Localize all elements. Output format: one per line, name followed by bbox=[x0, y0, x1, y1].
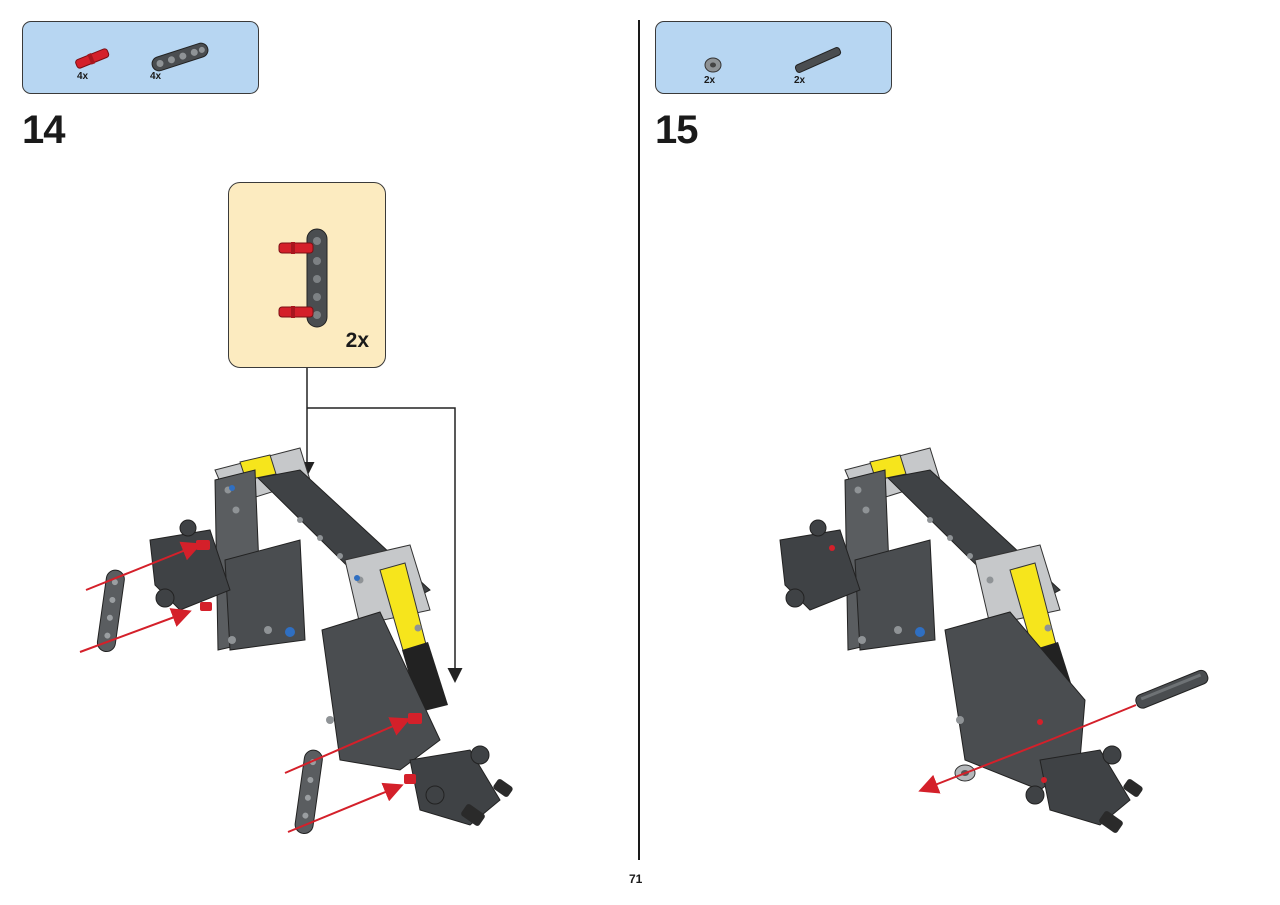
part-qty-4: 2x bbox=[794, 75, 806, 86]
part-qty-3: 2x bbox=[704, 75, 716, 86]
callout-arrows bbox=[299, 368, 463, 683]
step-number-15: 15 bbox=[655, 108, 698, 152]
step-14-model bbox=[79, 447, 513, 835]
part-qty-2: 4x bbox=[150, 71, 162, 82]
page-number: 71 bbox=[629, 872, 643, 886]
step-15-model bbox=[779, 447, 1209, 833]
part-qty-1: 4x bbox=[77, 71, 89, 82]
step-number-14: 14 bbox=[22, 108, 65, 152]
dark-gray-beam-icon bbox=[151, 42, 209, 72]
parts-list-step-15: 2x 2x bbox=[655, 21, 892, 94]
bush-icon bbox=[704, 57, 722, 73]
dark-gray-axle-icon bbox=[794, 47, 842, 73]
subassembly-qty: 2x bbox=[345, 329, 369, 352]
red-axle-pin-icon bbox=[75, 48, 110, 69]
page-divider bbox=[638, 20, 640, 860]
subassembly-callout: 2x bbox=[228, 182, 386, 368]
subassembly-beam-with-pins-icon bbox=[278, 228, 328, 328]
parts-list-step-14: 4x 4x bbox=[22, 21, 259, 94]
